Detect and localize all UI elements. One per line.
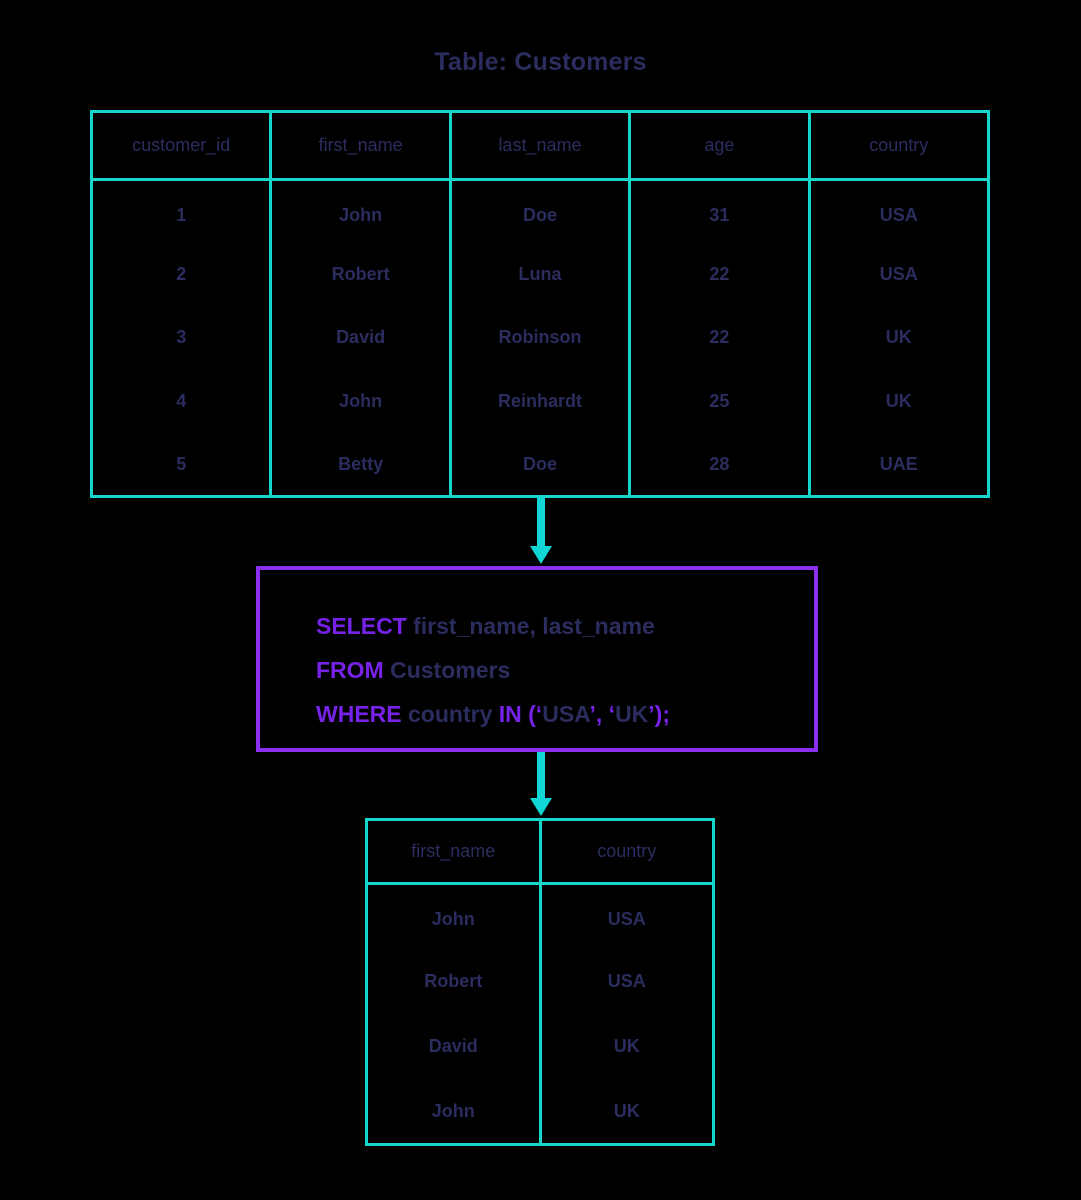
sql-token-identifier: country (401, 701, 499, 727)
source-column-header-first_name: first_name (269, 111, 452, 181)
sql-token-identifier: first_name, last_name (406, 613, 655, 639)
table-cell-last_name: Luna (448, 242, 632, 307)
table-cell-age: 22 (628, 242, 811, 307)
sql-token-identifier: USA (542, 701, 590, 727)
sql-token-keyword: FROM (316, 657, 384, 683)
table-cell-last_name: Doe (448, 433, 632, 497)
result-column-header-country: country (538, 819, 714, 885)
source-column-header-age: age (628, 111, 811, 181)
sql-line-2: FROM Customers (316, 648, 814, 692)
table-cell-country: USA (807, 242, 989, 307)
table-cell-age: 25 (628, 369, 811, 434)
arrow-head (530, 546, 552, 564)
table-cell-first_name: John (366, 883, 542, 949)
sql-token-punct: ’, ‘ (589, 701, 616, 727)
table-cell-last_name: Reinhardt (448, 369, 632, 434)
table-cell-customer_id: 4 (91, 369, 273, 434)
table-cell-country: UK (538, 1079, 714, 1145)
table-cell-first_name: David (366, 1014, 542, 1080)
table-cell-customer_id: 3 (91, 306, 273, 370)
arrow-head (530, 798, 552, 816)
table-cell-country: UK (807, 306, 989, 370)
table-cell-country: USA (538, 948, 714, 1014)
table-cell-age: 31 (628, 179, 811, 243)
table-cell-first_name: John (269, 179, 452, 243)
sql-token-punct: (‘ (521, 701, 543, 727)
table-cell-country: USA (807, 179, 989, 243)
sql-token-punct: ’); (648, 701, 671, 727)
table-cell-first_name: John (269, 369, 452, 434)
table-cell-customer_id: 1 (91, 179, 273, 243)
sql-token-identifier: UK (615, 701, 649, 727)
table-cell-age: 28 (628, 433, 811, 497)
table-cell-country: UK (807, 369, 989, 434)
table-cell-first_name: David (269, 306, 452, 370)
source-column-header-country: country (807, 111, 989, 181)
table-cell-country: UAE (807, 433, 989, 497)
table-cell-first_name: John (366, 1079, 542, 1145)
source-column-header-last_name: last_name (448, 111, 632, 181)
table-cell-age: 22 (628, 306, 811, 370)
table-cell-first_name: Robert (366, 948, 542, 1014)
table-cell-last_name: Doe (448, 179, 632, 243)
sql-token-keyword: WHERE (316, 701, 402, 727)
sql-line-1: SELECT first_name, last_name (316, 604, 814, 648)
arrow-shaft (537, 498, 545, 548)
arrow-query-to-result-icon (530, 752, 552, 818)
table-cell-first_name: Betty (269, 433, 452, 497)
sql-token-identifier: Customers (383, 657, 511, 683)
table-cell-first_name: Robert (269, 242, 452, 307)
result-column-header-first_name: first_name (366, 819, 542, 885)
arrow-table-to-query-icon (530, 498, 552, 566)
source-column-header-customer_id: customer_id (91, 111, 273, 181)
table-cell-country: USA (538, 883, 714, 949)
arrow-shaft (537, 752, 545, 800)
sql-line-3: WHERE country IN (‘USA’, ‘UK’); (316, 692, 814, 736)
table-cell-country: UK (538, 1014, 714, 1080)
table-cell-customer_id: 2 (91, 242, 273, 307)
table-cell-customer_id: 5 (91, 433, 273, 497)
sql-token-keyword: SELECT (316, 613, 407, 639)
sql-token-keyword: IN (498, 701, 522, 727)
table-cell-last_name: Robinson (448, 306, 632, 370)
page-title: Table: Customers (434, 48, 647, 76)
